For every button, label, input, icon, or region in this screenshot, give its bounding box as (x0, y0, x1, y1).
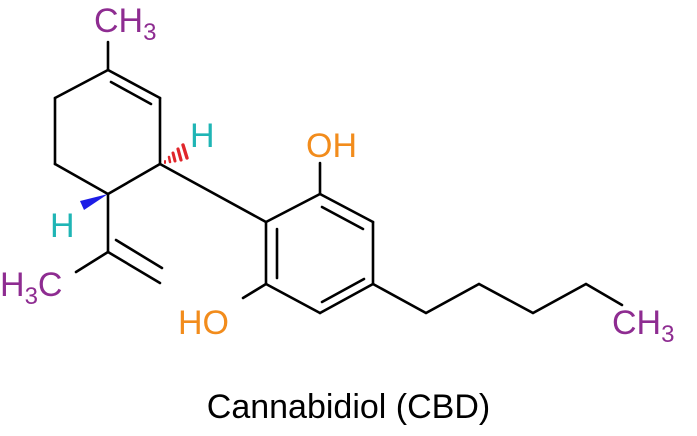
hash-line (167, 155, 172, 164)
bond-c3-c4 (106, 162, 162, 196)
ch3-right-subscript: 3 (661, 321, 674, 348)
aromatic-ring (264, 192, 375, 315)
bold-wedge-bond (80, 194, 108, 210)
bond-c6-c1 (53, 68, 110, 100)
ho-bottom-label: HO (178, 304, 229, 342)
h-left-label: H (50, 207, 75, 245)
bond-ar4-ar5 (318, 282, 375, 315)
bond-ar5-ar6 (264, 282, 322, 315)
hash-line (171, 151, 177, 163)
bond-ar4-ar5-inner (320, 277, 366, 304)
cyclohexene-ring (53, 40, 162, 196)
diagram-caption: Cannabidiol (CBD) (206, 388, 491, 426)
hashed-wedge-bond (164, 143, 189, 164)
bond-ar6-oh (241, 282, 268, 300)
ch3-top-subscript: 3 (143, 19, 156, 46)
bond-isopropenyl-methyl (74, 250, 110, 274)
bond-c1-c2-double (109, 80, 153, 106)
bond-c1-c2 (106, 68, 162, 100)
hash-line (181, 143, 189, 160)
h3c-subscript: 3 (25, 283, 38, 310)
oh-top-label: OH (306, 127, 357, 165)
bond-ar2-ar3-inner (320, 205, 365, 231)
bond-ar2-ar3 (318, 192, 375, 224)
h-right-label: H (190, 117, 215, 155)
ch3-right-label: CH3 (612, 304, 674, 348)
ch3-top-label: CH3 (94, 2, 156, 46)
hash-line (176, 147, 183, 162)
bond-c4-c5 (53, 162, 110, 196)
bond-isopropenyl-ch2-double (114, 238, 164, 270)
ch3-right-main: CH (612, 304, 661, 342)
bond-ar1-ar2 (264, 192, 322, 224)
h3c-left-label: H3C (0, 266, 62, 310)
bond-isopropenyl-ch2 (106, 250, 162, 285)
h3c-tail: C (38, 266, 63, 304)
bond-c3-aryl (158, 162, 268, 224)
h3c-main: H (0, 266, 25, 304)
isopropenyl-group (74, 192, 164, 285)
pentyl-chain (371, 282, 624, 315)
ch3-top-main: CH (94, 2, 143, 40)
